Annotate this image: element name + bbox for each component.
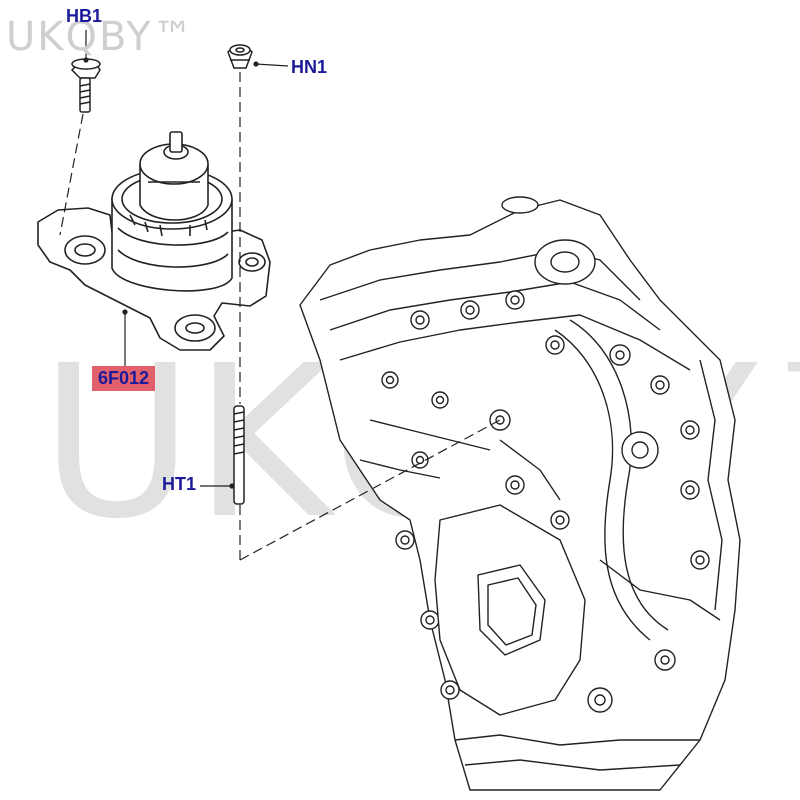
callout-hn1: HN1 — [291, 57, 328, 77]
callout-hb1: HB1 — [66, 6, 103, 26]
bolt-hb1 — [70, 58, 101, 113]
engine-block — [299, 196, 741, 791]
assembly-lines — [59, 72, 501, 561]
stud-ht1 — [233, 405, 245, 505]
part-number-label[interactable]: 6F012 — [92, 366, 156, 391]
leader-lines — [83, 30, 289, 489]
callout-ht1: HT1 — [162, 474, 197, 494]
engine-mount-part — [37, 131, 271, 351]
nut-hn1 — [227, 44, 253, 69]
watermark-top: UKQBY™ — [6, 14, 195, 60]
